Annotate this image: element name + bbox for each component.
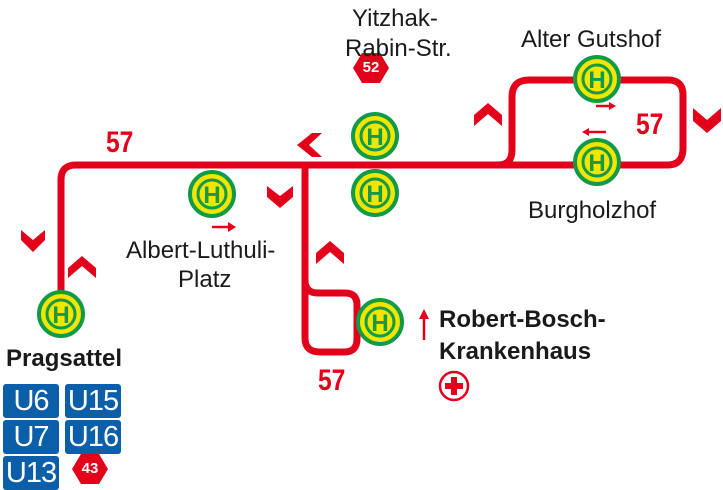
stop-name-yitzhak-rabin-line1: Yitzhak- <box>352 5 438 32</box>
stop-symbols: H H H H H H H <box>37 55 621 346</box>
stop-letter: H <box>588 67 605 94</box>
route-57-line <box>57 76 687 356</box>
bus-transfer-number: 43 <box>81 460 99 477</box>
rail-badge: U7 <box>3 420 59 454</box>
route-number-label: 57 <box>106 126 134 159</box>
stop-name-alter-gutshof: Alter Gutshof <box>521 26 662 53</box>
chevron-up-icon <box>316 241 344 264</box>
stop-symbol-yitzhak-rabin-1: H <box>351 112 399 160</box>
direction-chevrons <box>21 103 721 278</box>
stop-name-pragsattel: Pragsattel <box>6 345 123 372</box>
bus-transfer-hexagons <box>72 53 389 484</box>
chevron-up-icon <box>68 256 96 278</box>
hexagon-icon <box>72 454 108 484</box>
arrow-right-icon <box>212 222 236 232</box>
stop-name-albert-luthuli-line2: Platz <box>178 266 232 293</box>
stop-symbol-burgholzhof: H <box>573 138 621 186</box>
stop-name-albert-luthuli-line1: Albert-Luthuli- <box>126 237 276 264</box>
arrow-right-icon <box>596 102 616 110</box>
rail-badge: U6 <box>3 384 59 418</box>
rail-badge: U13 <box>3 456 59 490</box>
stop-symbol-pragsattel: H <box>37 290 85 338</box>
stop-symbol-robert-bosch: H <box>356 298 404 346</box>
arrow-up-icon <box>419 309 429 340</box>
stop-letter: H <box>366 181 383 208</box>
arrow-left-icon <box>582 128 606 136</box>
rail-badge: U16 <box>65 420 121 454</box>
direction-arrows <box>212 102 616 340</box>
chevron-down-icon <box>267 186 293 208</box>
stop-symbol-alter-gutshof: H <box>573 55 621 103</box>
chevron-up-icon <box>474 103 502 126</box>
chevron-down-icon <box>693 108 721 133</box>
stop-letter: H <box>203 182 220 209</box>
stop-letter: H <box>52 302 69 329</box>
route-number-label: 57 <box>636 108 664 141</box>
stop-letter: H <box>588 150 605 177</box>
stop-letter: H <box>371 310 388 337</box>
rail-badge: U15 <box>65 384 121 418</box>
chevron-left-icon <box>297 133 322 157</box>
hospital-cross-icon <box>438 370 470 402</box>
stop-name-yitzhak-rabin-line2: Rabin-Str. <box>345 35 452 62</box>
chevron-down-icon <box>21 230 45 252</box>
bus-transfer-number: 52 <box>362 59 380 76</box>
stop-name-robert-bosch-line1: Robert-Bosch- <box>439 306 606 333</box>
stop-symbol-yitzhak-rabin-2: H <box>351 169 399 217</box>
route-number-label: 57 <box>318 364 346 397</box>
stop-symbol-albert-luthuli: H <box>188 170 236 218</box>
stop-name-burgholzhof: Burgholzhof <box>528 197 657 224</box>
hexagon-icon <box>353 53 389 83</box>
stop-name-robert-bosch-line2: Krankenhaus <box>439 338 592 365</box>
stop-letter: H <box>366 124 383 151</box>
